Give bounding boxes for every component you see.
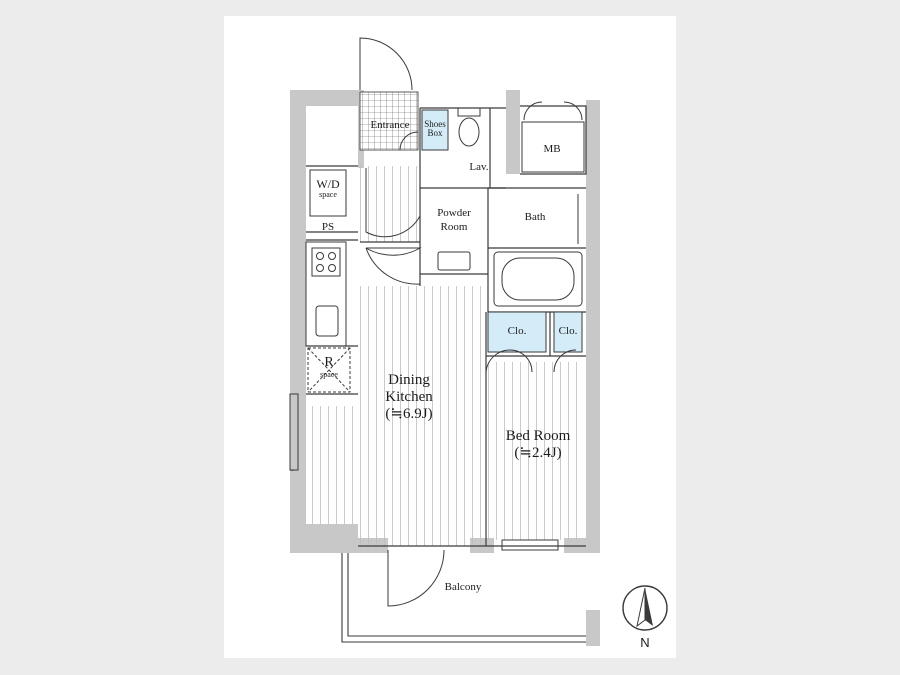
shoes-box-line2: Box (427, 128, 443, 139)
partitions (306, 105, 587, 547)
r-line2: space (320, 369, 338, 379)
bed-line1: Bed Room (505, 428, 571, 444)
lav-label: Lav. (469, 161, 489, 173)
floor-plan-sheet: Entrance Shoes Box Lav. MB W/D space Pow… (224, 16, 676, 658)
bed-room-label: Bed Room (≒2.4J) (492, 428, 584, 462)
dk-line3: (≒6.9J) (385, 405, 433, 422)
shoes-box-shape (421, 109, 449, 151)
balcony-rail (341, 553, 586, 643)
entry-door (359, 37, 413, 91)
mb-box (521, 121, 585, 173)
shoes-box-line1: Shoes (424, 119, 446, 129)
closet-2-shape (553, 311, 583, 353)
floor-plan (289, 37, 668, 646)
wd-line2: space (319, 189, 337, 199)
closet-1-shape (487, 311, 547, 353)
compass-rose (622, 585, 668, 631)
kitchen-counter (305, 241, 347, 347)
door-swings (289, 37, 583, 607)
wd-space-outline (309, 169, 347, 217)
balcony-post (586, 610, 600, 646)
bath-label: Bath (524, 211, 546, 223)
closet-1-label: Clo. (507, 325, 527, 337)
bed-floor (488, 362, 584, 540)
powder-room-label: Powder Room (424, 206, 484, 235)
dk-line2: Kitchen (385, 388, 433, 405)
balcony-door (387, 549, 445, 607)
mb-label: MB (543, 143, 561, 155)
dk-floor (360, 286, 486, 546)
wd-line1: W/D (316, 177, 340, 191)
bed-line2: (≒2.4J) (514, 444, 562, 461)
r-space-label: R space (308, 355, 350, 379)
closet-2-label: Clo. (558, 325, 578, 337)
toilet-fixture (457, 107, 481, 147)
bathtub (493, 194, 583, 307)
r-line1: R (324, 355, 334, 370)
dining-kitchen-label: Dining Kitchen (≒6.9J) (364, 372, 454, 422)
east-wall (586, 100, 600, 553)
wd-space-label: W/D space (308, 178, 348, 199)
windows (289, 393, 559, 551)
powder-line2: Room (440, 221, 468, 234)
ps-label: PS (321, 221, 335, 233)
hall-floor (360, 166, 420, 242)
lav-wall (506, 90, 520, 174)
fridge-space (307, 347, 351, 393)
dk-line1: Dining (388, 372, 430, 388)
shoes-box-label: Shoes Box (423, 119, 447, 139)
balcony-label: Balcony (444, 581, 482, 593)
powder-line1: Powder (437, 207, 471, 219)
entrance-label: Entrance (370, 119, 410, 131)
west-wall (290, 90, 358, 553)
north-label: N (640, 635, 650, 650)
entrance-tile (359, 91, 419, 151)
dk-west-floor (306, 406, 358, 524)
powder-sink (437, 251, 471, 271)
floor-finish (306, 166, 584, 546)
